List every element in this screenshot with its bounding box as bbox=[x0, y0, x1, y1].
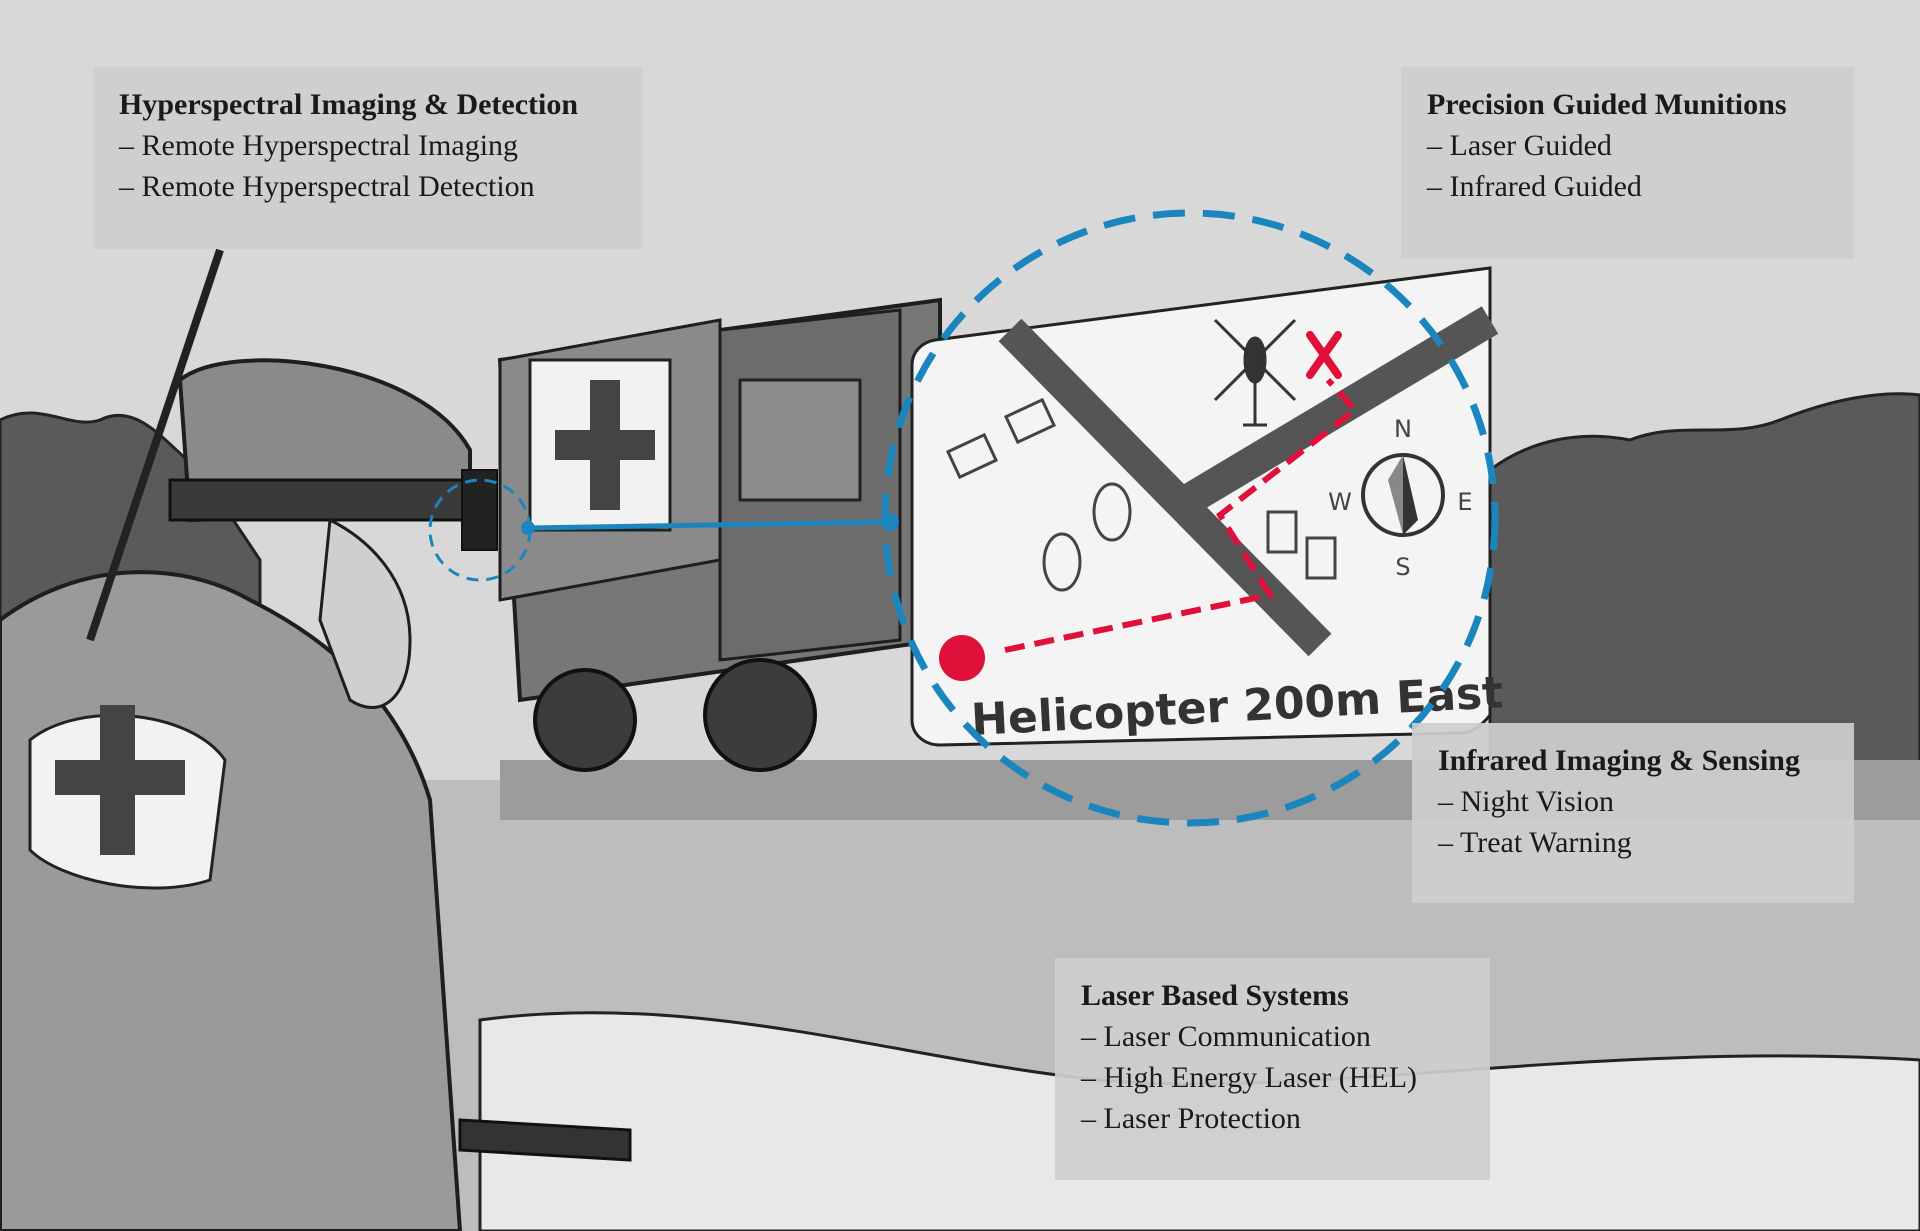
hyperspectral-list: Remote Hyperspectral Imaging Remote Hype… bbox=[119, 125, 617, 207]
helicopter-icon bbox=[1213, 318, 1297, 427]
treeline-right bbox=[1488, 392, 1920, 782]
precision-munitions-list: Laser Guided Infrared Guided bbox=[1427, 125, 1828, 207]
precision-munitions-title: Precision Guided Munitions bbox=[1427, 88, 1787, 121]
list-item: Night Vision bbox=[1438, 781, 1828, 822]
compass-s-label: S bbox=[1395, 553, 1410, 581]
current-position-dot bbox=[939, 635, 985, 681]
list-item: Laser Communication bbox=[1081, 1016, 1464, 1057]
laser-systems-box: Laser Based Systems Laser Communication … bbox=[1055, 958, 1490, 1180]
laser-systems-list: Laser Communication High Energy Laser (H… bbox=[1081, 1016, 1464, 1139]
infrared-box: Infrared Imaging & Sensing Night Vision … bbox=[1412, 723, 1854, 903]
precision-munitions-box: Precision Guided Munitions Laser Guided … bbox=[1401, 67, 1854, 259]
list-item: Infrared Guided bbox=[1427, 166, 1828, 207]
target-x-icon bbox=[1306, 331, 1342, 379]
compass-n-label: N bbox=[1394, 415, 1412, 443]
hud-display: N E S W Helicopter 200m East bbox=[910, 266, 1504, 747]
list-item: High Energy Laser (HEL) bbox=[1081, 1057, 1464, 1098]
ambulance-truck bbox=[497, 297, 942, 772]
list-item: Remote Hyperspectral Imaging bbox=[119, 125, 617, 166]
compass-icon: N E S W bbox=[1328, 415, 1472, 581]
list-item: Remote Hyperspectral Detection bbox=[119, 166, 617, 207]
infrared-list: Night Vision Treat Warning bbox=[1438, 781, 1828, 863]
list-item: Laser Protection bbox=[1081, 1098, 1464, 1139]
compass-e-label: E bbox=[1457, 488, 1472, 516]
connector-start-dot bbox=[521, 521, 535, 535]
list-item: Laser Guided bbox=[1427, 125, 1828, 166]
hyperspectral-title: Hyperspectral Imaging & Detection bbox=[119, 88, 579, 121]
hud-magnifier-circle bbox=[881, 209, 1499, 827]
hud-connector-line bbox=[527, 519, 891, 531]
medic-soldier bbox=[0, 248, 632, 1231]
laser-systems-title: Laser Based Systems bbox=[1081, 979, 1349, 1012]
list-item: Treat Warning bbox=[1438, 822, 1828, 863]
route-path bbox=[1004, 377, 1360, 653]
hyperspectral-box: Hyperspectral Imaging & Detection Remote… bbox=[93, 67, 643, 249]
compass-w-label: W bbox=[1328, 488, 1352, 516]
infrared-title: Infrared Imaging & Sensing bbox=[1438, 744, 1800, 777]
